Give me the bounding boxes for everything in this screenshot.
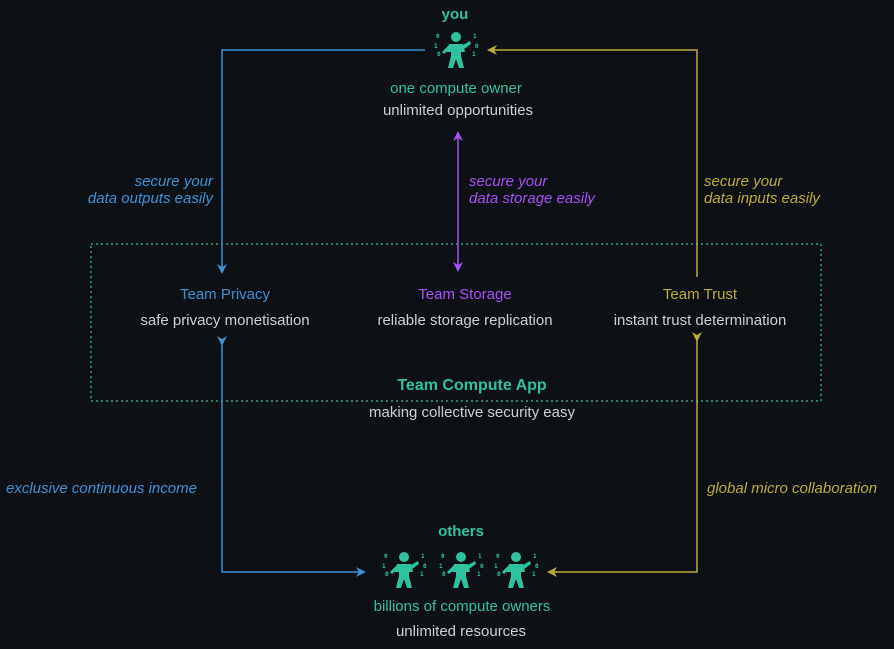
svg-text:1: 1 — [533, 553, 537, 560]
svg-text:0: 0 — [441, 553, 445, 560]
person-binary-icon: 010 101 — [382, 552, 427, 588]
svg-text:1: 1 — [478, 553, 482, 560]
svg-text:1: 1 — [477, 571, 481, 578]
app-title: Team Compute App — [397, 377, 547, 394]
edge-storage-line1: secure your — [469, 173, 548, 190]
team-trust-name: Team Trust — [662, 286, 738, 303]
svg-text:1: 1 — [494, 563, 498, 570]
svg-text:1: 1 — [472, 51, 476, 58]
team-privacy-desc: safe privacy monetisation — [140, 312, 310, 329]
svg-text:1: 1 — [532, 571, 536, 578]
edge-collab-label: global micro collaboration — [707, 480, 878, 497]
svg-text:0: 0 — [385, 571, 389, 578]
edge-income-label: exclusive continuous income — [6, 480, 197, 497]
svg-text:1: 1 — [473, 33, 477, 40]
edge-outputs — [217, 49, 425, 274]
svg-text:0: 0 — [497, 571, 501, 578]
team-storage-desc: reliable storage replication — [377, 312, 553, 329]
edge-outputs-label: secure your data outputs easily — [88, 173, 213, 207]
svg-text:0: 0 — [423, 563, 427, 570]
others-line2: unlimited resources — [395, 623, 527, 640]
person-binary-icon: 010 101 — [439, 552, 484, 588]
svg-text:1: 1 — [421, 553, 425, 560]
edge-inputs-line2: data inputs easily — [704, 190, 820, 207]
svg-text:0: 0 — [384, 553, 388, 560]
edge-inputs-label: secure your data inputs easily — [704, 173, 820, 207]
others-line1: billions of compute owners — [373, 598, 551, 615]
you-title: you — [441, 6, 469, 23]
edge-storage-line2: data storage easily — [469, 190, 595, 207]
svg-text:1: 1 — [434, 43, 438, 50]
team-privacy-name: Team Privacy — [179, 286, 271, 303]
person-binary-icon: 010 101 — [494, 552, 539, 588]
svg-text:0: 0 — [496, 553, 500, 560]
svg-text:1: 1 — [382, 563, 386, 570]
svg-text:0: 0 — [436, 33, 440, 40]
edge-inputs-line1: secure your — [704, 173, 783, 190]
others-title: others — [438, 523, 484, 540]
svg-text:0: 0 — [475, 43, 479, 50]
person-binary-icon: 010 101 — [434, 32, 479, 68]
svg-text:1: 1 — [439, 563, 443, 570]
edge-inputs — [487, 45, 698, 277]
team-storage-name: Team Storage — [418, 286, 512, 303]
team-trust-desc: instant trust determination — [613, 312, 787, 329]
app-subtitle: making collective security easy — [369, 404, 575, 421]
svg-text:1: 1 — [420, 571, 424, 578]
svg-text:0: 0 — [535, 563, 539, 570]
svg-text:0: 0 — [442, 571, 446, 578]
svg-text:0: 0 — [480, 563, 484, 570]
you-line1: one compute owner — [390, 80, 522, 97]
edge-outputs-line2: data outputs easily — [87, 190, 213, 207]
edge-collab — [547, 332, 702, 577]
you-line2: unlimited opportunities — [382, 102, 534, 119]
edge-outputs-line1: secure your — [134, 173, 213, 190]
edge-storage-label: secure your data storage easily — [469, 173, 595, 207]
svg-text:0: 0 — [437, 51, 441, 58]
edge-income — [217, 336, 366, 577]
